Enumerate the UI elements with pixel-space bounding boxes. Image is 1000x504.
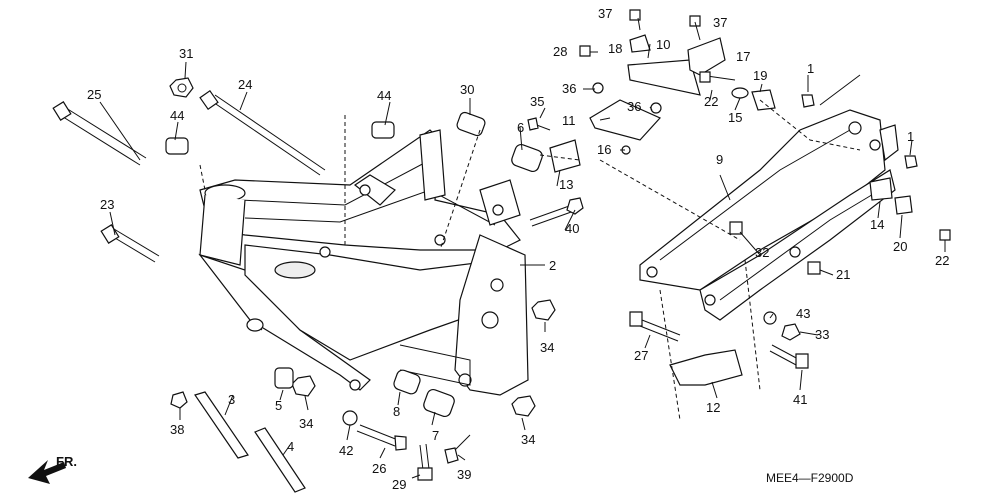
small-parts [52, 9, 951, 493]
callout-10: 10 [656, 37, 670, 52]
callout-11: 11 [562, 113, 576, 128]
callout-33: 33 [815, 327, 829, 342]
callout-38: 38 [170, 422, 184, 437]
callout-2: 2 [549, 258, 556, 273]
callout-21: 21 [836, 267, 850, 282]
callout-42: 42 [339, 443, 353, 458]
callout-40: 40 [565, 221, 579, 236]
drawing-code: MEE4—F2900D [766, 471, 854, 485]
direction-label: FR. [56, 454, 77, 469]
callout-23: 23 [100, 197, 114, 212]
callout-22: 22 [704, 94, 718, 109]
callout-14: 14 [870, 217, 884, 232]
callout-32: 32 [755, 245, 769, 260]
callout-39: 39 [457, 467, 471, 482]
callout-36: 36 [627, 99, 641, 114]
front-arrow: FR. [28, 454, 77, 484]
main-frame [198, 129, 529, 396]
callout-6: 6 [517, 120, 524, 135]
callout-15: 15 [728, 110, 742, 125]
callout-1: 1 [907, 129, 914, 144]
callout-9: 9 [716, 152, 723, 167]
callout-13: 13 [559, 177, 573, 192]
callout-17: 17 [736, 49, 750, 64]
callout-44: 44 [377, 88, 391, 103]
callout-18: 18 [608, 41, 622, 56]
callout-35: 35 [530, 94, 544, 109]
callout-34: 34 [521, 432, 535, 447]
callout-5: 5 [275, 398, 282, 413]
callout-43: 43 [796, 306, 810, 321]
callout-37: 37 [713, 15, 727, 30]
callout-29: 29 [392, 477, 406, 492]
callout-27: 27 [634, 348, 648, 363]
callout-24: 24 [238, 77, 252, 92]
callout-41: 41 [793, 392, 807, 407]
callout-20: 20 [893, 239, 907, 254]
callout-8: 8 [393, 404, 400, 419]
callout-25: 25 [87, 87, 101, 102]
callout-30: 30 [460, 82, 474, 97]
callout-34: 34 [299, 416, 313, 431]
leader-lines [99, 17, 946, 479]
callout-26: 26 [372, 461, 386, 476]
callout-31: 31 [179, 46, 193, 61]
callout-44: 44 [170, 108, 184, 123]
callout-37: 37 [598, 6, 612, 21]
callout-3: 3 [228, 392, 235, 407]
callout-36: 36 [562, 81, 576, 96]
callout-16: 16 [597, 142, 611, 157]
callout-12: 12 [706, 400, 720, 415]
callout-labels: 1 1 2 3 4 5 6 7 8 9 10 11 12 13 14 15 16… [87, 6, 949, 492]
callout-19: 19 [753, 68, 767, 83]
callout-28: 28 [553, 44, 567, 59]
callout-34: 34 [540, 340, 554, 355]
callout-4: 4 [287, 439, 294, 454]
sub-frame [639, 109, 899, 321]
callout-7: 7 [432, 428, 439, 443]
callout-22: 22 [935, 253, 949, 268]
callout-1: 1 [807, 61, 814, 76]
